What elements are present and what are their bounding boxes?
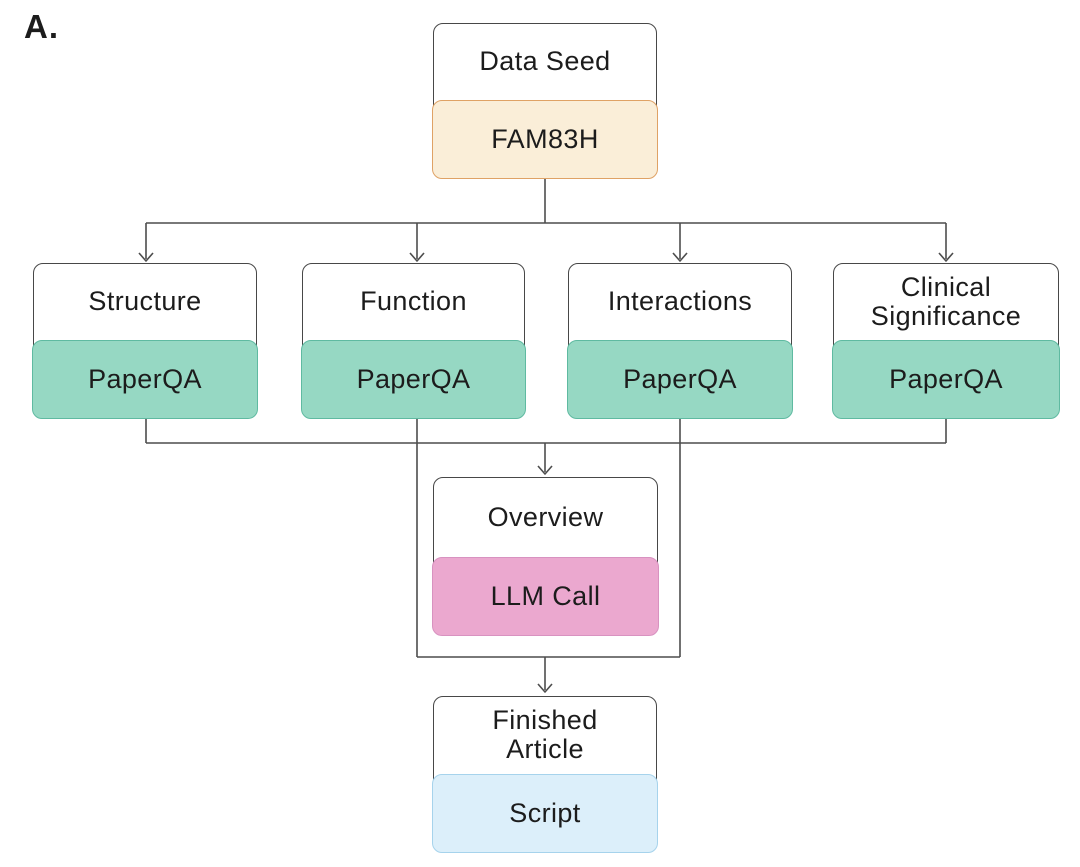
node-clinical-significance: Clinical Significance PaperQA [832,263,1060,419]
arrowhead [938,252,954,262]
node-overview: Overview LLM Call [432,477,659,636]
node-tag: LLM Call [432,556,659,636]
arrowhead [537,683,553,693]
node-tag-label: Script [509,797,581,828]
node-title: Interactions [607,286,753,317]
node-title: Structure [88,286,202,317]
node-tag-label: PaperQA [356,363,471,394]
node-title: Function [360,286,467,317]
node-structure: Structure PaperQA [32,263,258,419]
node-tag: FAM83H [432,99,658,179]
node-tag-label: LLM Call [490,580,601,611]
node-tag: PaperQA [832,339,1060,419]
node-tag: PaperQA [301,339,526,419]
node-title: Overview [487,501,604,532]
node-tag-label: PaperQA [88,363,202,394]
node-title: Finished Article [492,705,598,765]
node-function: Function PaperQA [301,263,526,419]
node-finished-article: Finished Article Script [432,696,658,853]
panel-label: A. [24,8,59,45]
node-tag-label: PaperQA [623,363,737,394]
arrowhead [409,252,425,262]
node-tag: PaperQA [32,339,258,419]
arrowhead [672,252,688,262]
arrowhead [537,465,553,475]
node-data-seed: Data Seed FAM83H [432,23,658,179]
node-tag: PaperQA [567,339,793,419]
node-tag-label: FAM83H [491,123,599,154]
node-title: Clinical Significance [870,271,1022,331]
node-title: Data Seed [479,46,611,77]
arrowhead [138,252,154,262]
node-tag-label: PaperQA [889,363,1003,394]
node-interactions: Interactions PaperQA [567,263,793,419]
node-tag: Script [432,773,658,853]
